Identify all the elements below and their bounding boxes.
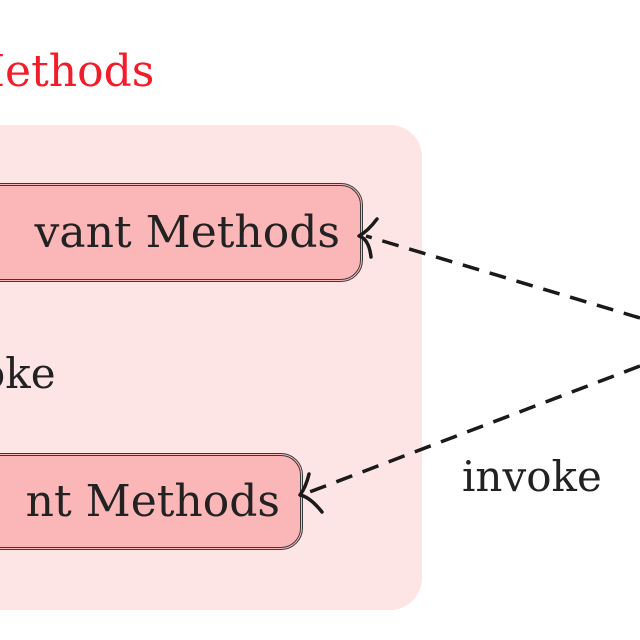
invoke-label-right: invoke xyxy=(462,452,602,501)
other-methods-label: nt Methods xyxy=(25,475,280,527)
relevant-methods-label: vant Methods xyxy=(34,206,340,258)
invoke-label-left: oke xyxy=(0,349,56,398)
relevant-methods-box: vant Methods xyxy=(0,183,363,282)
arrowhead-other-methods-icon xyxy=(298,472,324,514)
edge-to-other-methods xyxy=(306,364,640,495)
other-methods-box: nt Methods xyxy=(0,453,303,550)
edge-to-relevant-methods xyxy=(365,234,640,320)
region-title: Methods xyxy=(0,46,155,97)
arrowhead-relevant-methods-icon xyxy=(357,217,379,259)
